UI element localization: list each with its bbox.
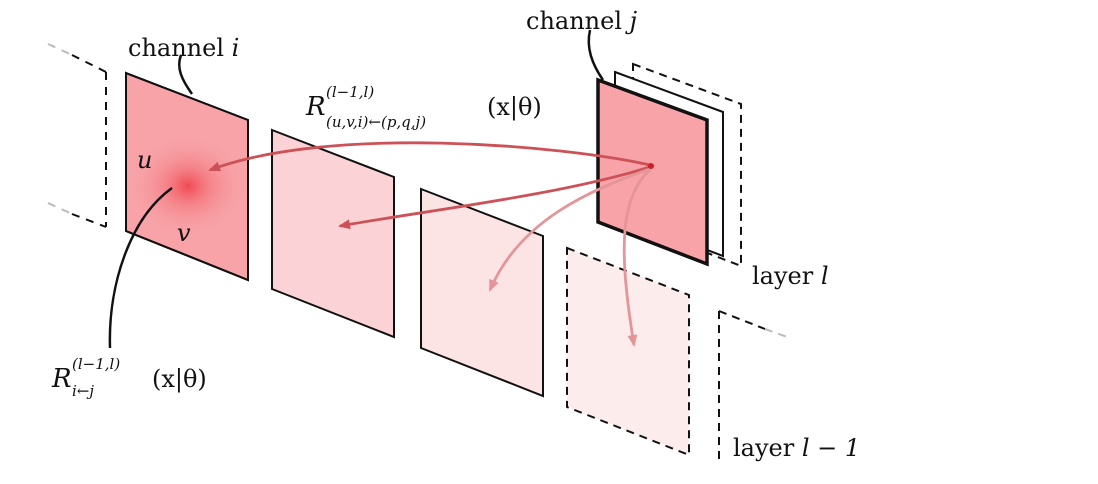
layer-l-minus-1-label: layer l − 1 [733, 434, 860, 462]
arrow-to-plane-3 [488, 167, 651, 292]
right-dashed-boundary [718, 310, 791, 462]
formula-top: R (l−1,l) (u,v,i)←(p,q,j) (x|θ) [305, 83, 542, 131]
channel-i-plane [125, 71, 249, 282]
channel-j-label: channel j [526, 7, 638, 35]
relevance-arrows [208, 141, 654, 347]
source-point [648, 163, 654, 169]
arrow-to-plane-4 [622, 168, 651, 347]
arrow-to-plane-2 [338, 165, 651, 230]
formula-bottom: R (l−1,l) i←j (x|θ) [51, 355, 207, 400]
svg-text:R: R [305, 92, 326, 122]
channel-j-leader [587, 29, 605, 81]
svg-text:(x|θ): (x|θ) [487, 93, 542, 122]
channel-plane-3 [420, 187, 544, 398]
v-label: v [177, 219, 191, 247]
bottom-formula-leader [108, 186, 173, 349]
svg-text:(l−1,l): (l−1,l) [326, 83, 374, 101]
left-dashed-boundary [47, 43, 107, 228]
svg-text:(u,v,i)←(p,q,j): (u,v,i)←(p,q,j) [326, 113, 426, 131]
channel-i-label: channel i [128, 34, 239, 62]
svg-text:i←j: i←j [72, 382, 94, 400]
channel-i-leader [177, 54, 194, 95]
layer-l-label: layer l [752, 262, 829, 290]
svg-text:(l−1,l): (l−1,l) [72, 355, 120, 373]
layer-l-stack [596, 62, 742, 268]
arrow-to-channel-i [208, 141, 651, 172]
u-label: u [137, 146, 152, 174]
svg-text:R: R [51, 364, 72, 394]
channel-plane-2 [271, 128, 395, 339]
channel-plane-4-dashed [566, 246, 690, 457]
svg-text:(x|θ): (x|θ) [152, 365, 207, 394]
relevance-hotspot [128, 134, 248, 238]
